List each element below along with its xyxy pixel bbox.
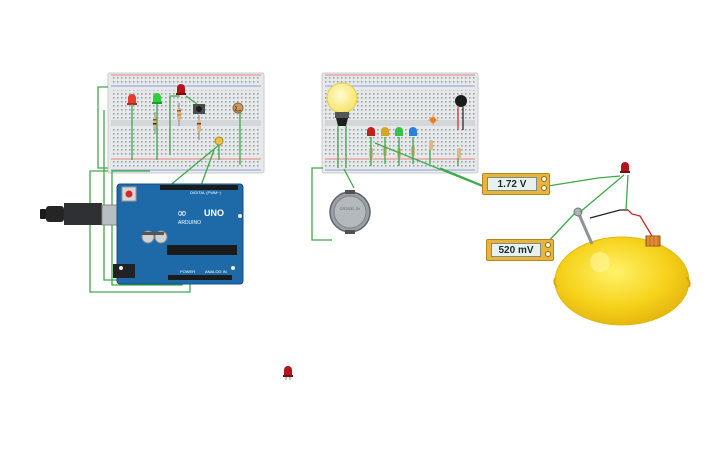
multimeter-top-terminal-2[interactable] — [541, 185, 547, 191]
multimeter-bottom[interactable]: 520 mV — [486, 239, 554, 261]
leds-right[interactable] — [367, 127, 417, 136]
multimeter-top[interactable]: 1.72 V — [482, 173, 550, 195]
multimeter-bottom-display: 520 mV — [491, 243, 541, 257]
arduino-logo: ∞ — [177, 206, 187, 220]
pushbutton-left[interactable] — [193, 104, 205, 114]
coin-cell-label: CR2032 3V — [340, 206, 361, 211]
arduino-digital-label: DIGITAL (PWM~) — [190, 190, 222, 195]
resistor-left-1[interactable] — [153, 112, 157, 134]
multimeter-bottom-terminal-1[interactable] — [545, 242, 551, 248]
arduino-analog-label: ANALOG IN — [205, 269, 227, 274]
dark-red-led-left[interactable] — [176, 84, 186, 95]
arduino-brand: ARDUINO — [178, 220, 201, 226]
multimeter-top-terminal-1[interactable] — [541, 176, 547, 182]
lemon-wires — [543, 174, 653, 247]
temperature-sensor-left[interactable] — [214, 136, 224, 146]
lemon[interactable] — [553, 236, 691, 326]
buzzer-right[interactable] — [455, 95, 467, 130]
breadboard-left[interactable] — [107, 72, 265, 174]
coin-cell-battery[interactable]: CR2032 3V — [329, 190, 371, 234]
multimeter-bottom-terminal-2[interactable] — [545, 251, 551, 257]
copper-electrode[interactable] — [645, 235, 661, 247]
wires-right — [311, 126, 485, 241]
resistor-left-2[interactable] — [177, 103, 181, 126]
zinc-electrode[interactable] — [573, 207, 594, 245]
red-led-floating[interactable] — [283, 366, 293, 380]
arduino-uno-board[interactable]: ∞ UNO ARDUINO DIGITAL (PWM~) ANALOG IN P… — [113, 183, 244, 285]
multimeter-top-display: 1.72 V — [487, 177, 537, 191]
red-led-lemon[interactable] — [620, 162, 630, 173]
photoresistor-left[interactable] — [232, 102, 244, 114]
resistor-left-3[interactable] — [197, 115, 201, 140]
green-led-left[interactable] — [152, 93, 162, 104]
arduino-model: UNO — [204, 208, 224, 218]
spark-led-right[interactable] — [428, 115, 438, 125]
light-bulb[interactable] — [326, 82, 358, 126]
arduino-power-label: POWER — [180, 269, 195, 274]
